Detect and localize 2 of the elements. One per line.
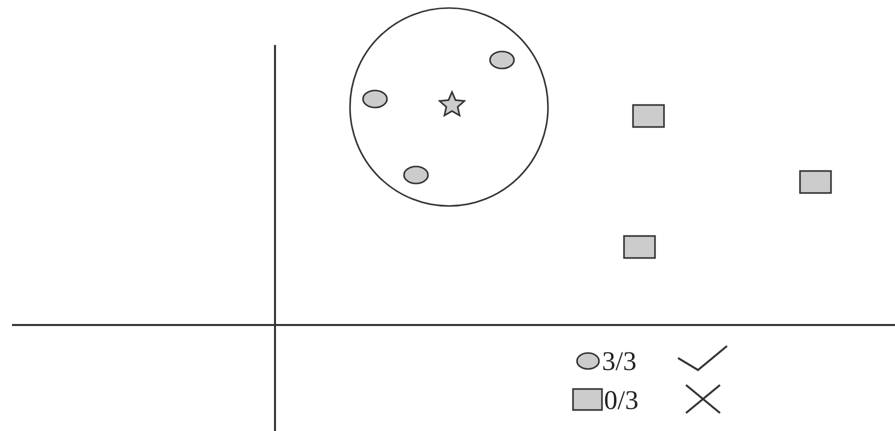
legend-label: 3/3 — [602, 346, 637, 376]
legend-label: 0/3 — [604, 385, 639, 415]
